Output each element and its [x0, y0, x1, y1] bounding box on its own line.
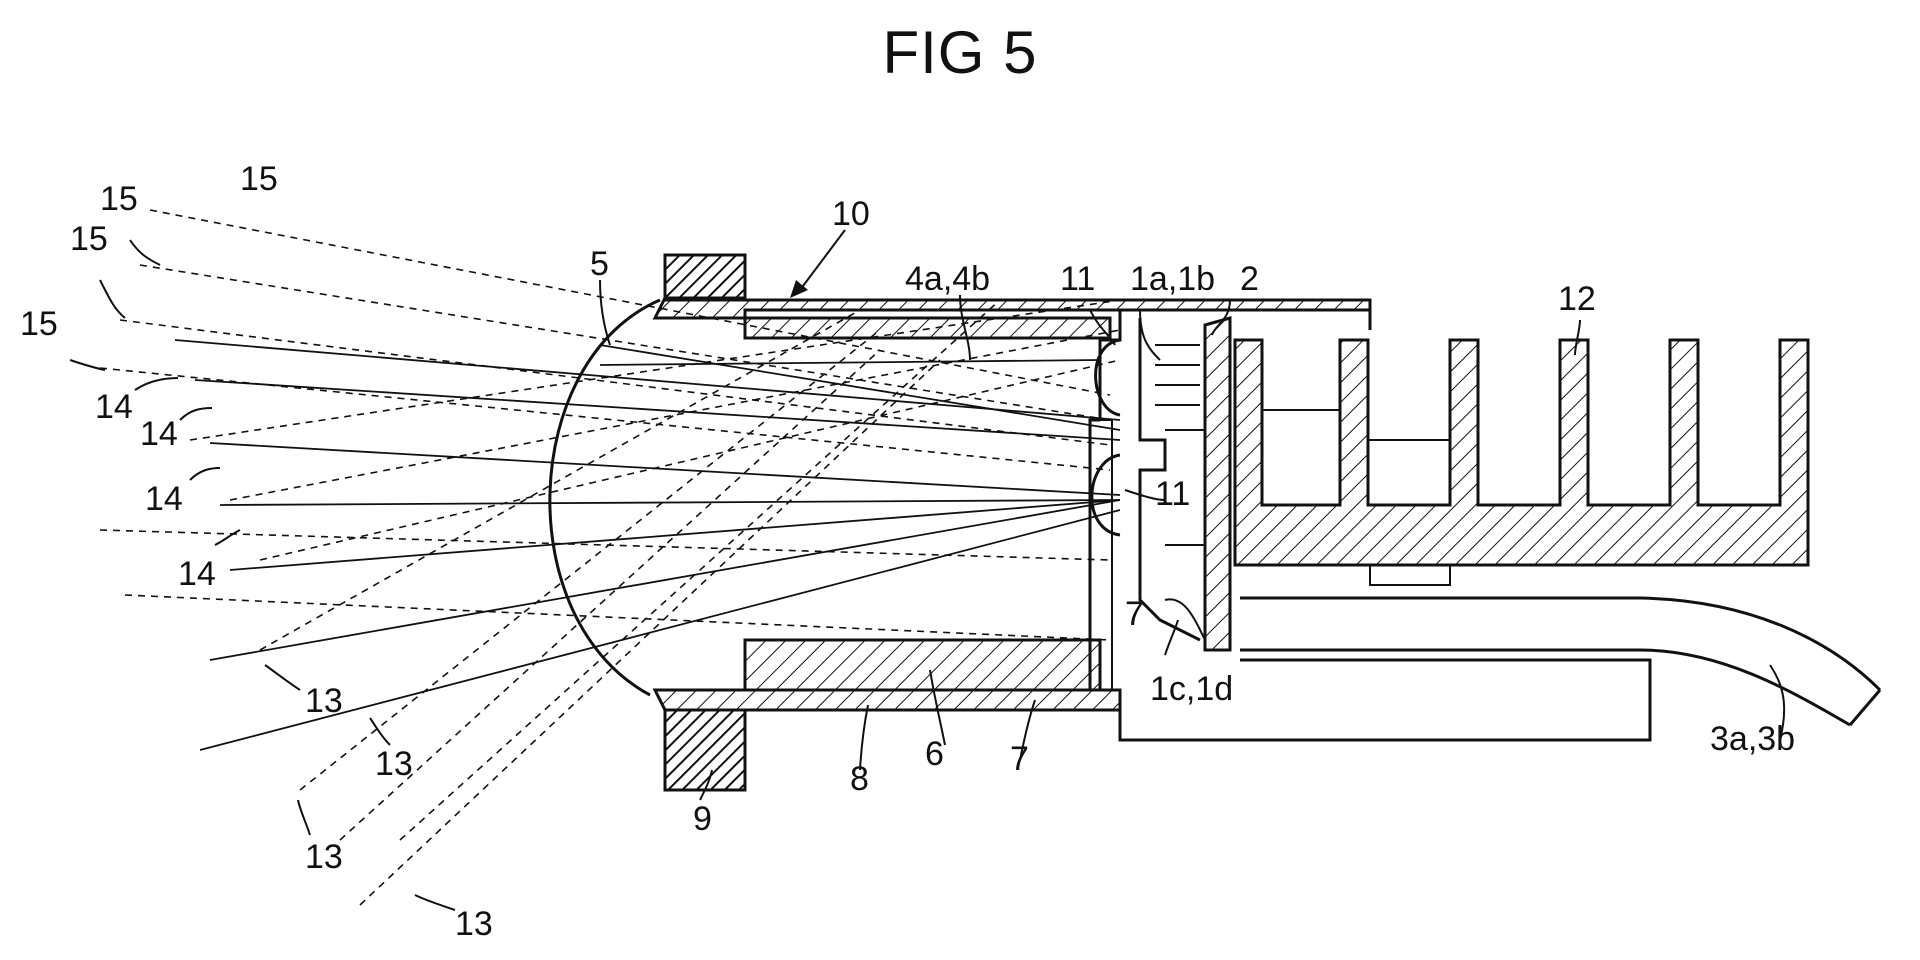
label-hooks: [70, 240, 455, 910]
label-11-top: 11: [1060, 260, 1095, 298]
label-12: 12: [1558, 280, 1596, 318]
label-3a3b: 3a,3b: [1710, 720, 1795, 758]
label-1a1b: 1a,1b: [1130, 260, 1215, 298]
lens-5: [550, 300, 660, 695]
label-7-mid: 7: [1125, 595, 1144, 633]
label-15-b: 15: [100, 180, 138, 218]
label-7-bot: 7: [1010, 740, 1029, 778]
label-8: 8: [850, 760, 869, 798]
label-14-a: 14: [95, 388, 133, 426]
label-6: 6: [925, 735, 944, 773]
label-4a4b: 4a,4b: [905, 260, 990, 298]
label-11-mid: 11: [1155, 475, 1190, 513]
label-13-a: 13: [305, 682, 343, 720]
label-15-c: 15: [70, 220, 108, 258]
label-13-d: 13: [455, 905, 493, 943]
label-10: 10: [832, 195, 870, 233]
label-9: 9: [693, 800, 712, 838]
label-5: 5: [590, 245, 609, 283]
carrier-2: [1205, 318, 1230, 650]
label-14-c: 14: [145, 480, 183, 518]
flange-9-top: [665, 255, 745, 300]
label-1c1d: 1c,1d: [1150, 670, 1233, 708]
heatsink-12: [1235, 340, 1808, 585]
label-13-c: 13: [305, 838, 343, 876]
flange-9-bottom: [665, 710, 745, 790]
label-15-a: 15: [240, 160, 278, 198]
label-13-b: 13: [375, 745, 413, 783]
label-15-d: 15: [20, 305, 58, 343]
label-2: 2: [1240, 260, 1259, 298]
label-14-b: 14: [140, 415, 178, 453]
label-14-d: 14: [178, 555, 216, 593]
